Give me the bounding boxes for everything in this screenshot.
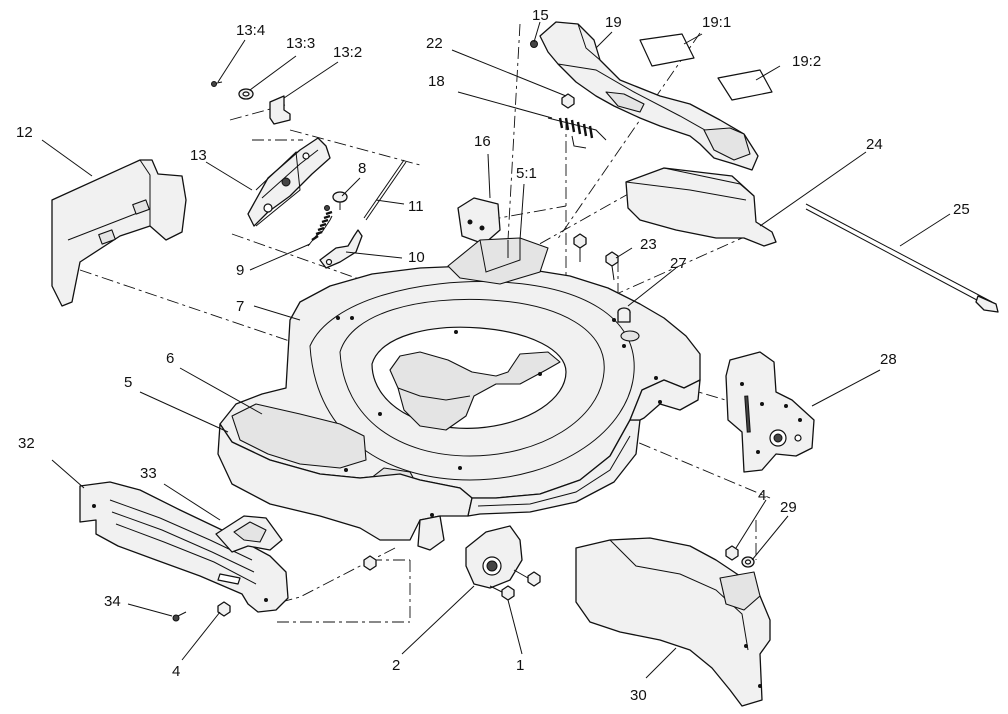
part-18-22-spring — [547, 93, 607, 149]
part-4-nut-rear — [725, 545, 739, 561]
callout-30: 30 — [630, 687, 647, 704]
callout-7: 7 — [236, 298, 244, 315]
callout-32: 32 — [18, 435, 35, 452]
callout-1: 1 — [516, 657, 524, 674]
part-13-height-adjuster — [211, 81, 331, 227]
part-27-cap — [617, 307, 640, 342]
part-12-rear-flap — [51, 159, 187, 307]
callout-18: 18 — [428, 73, 445, 90]
callout-11: 11 — [408, 198, 424, 215]
part-23-bolt — [573, 233, 619, 281]
part-29-washer — [741, 556, 755, 568]
callout-29: 29 — [780, 499, 797, 516]
callout-34: 34 — [104, 593, 121, 610]
callout-labels: 12 13 13:4 13:3 13:2 8 11 9 10 7 6 5 16 … — [16, 7, 970, 704]
callout-4-front: 4 — [172, 663, 180, 680]
callout-4-rear: 4 — [758, 487, 766, 504]
callout-28: 28 — [880, 351, 897, 368]
callout-22: 22 — [426, 35, 443, 52]
callout-9: 9 — [236, 262, 244, 279]
part-30-rear-skirt — [575, 537, 771, 707]
callout-23: 23 — [640, 236, 657, 253]
callout-13-2: 13:2 — [333, 44, 362, 61]
part-2-front-plate — [363, 515, 541, 601]
part-32-front-flap — [79, 481, 289, 613]
part-5-mower-deck — [217, 265, 701, 541]
callout-13-3: 13:3 — [286, 35, 315, 52]
part-16-discharge-bracket — [447, 197, 549, 285]
callout-13: 13 — [190, 147, 207, 164]
callout-19-2: 19:2 — [792, 53, 821, 70]
part-28-side-plate — [725, 351, 815, 473]
callout-33: 33 — [140, 465, 157, 482]
callout-8: 8 — [358, 160, 366, 177]
callout-19-1: 19:1 — [702, 14, 731, 31]
callout-16: 16 — [474, 133, 491, 150]
part-33-bracket — [215, 515, 283, 553]
callout-13-4: 13:4 — [236, 22, 265, 39]
callout-24: 24 — [866, 136, 883, 153]
leader-lines — [41, 21, 951, 679]
callout-12: 12 — [16, 124, 33, 141]
callout-15: 15 — [532, 7, 549, 24]
part-34-screw — [172, 611, 187, 622]
part-25-axle-rod — [805, 203, 999, 313]
callout-6: 6 — [166, 350, 174, 367]
part-24-chute — [625, 167, 777, 247]
callout-5: 5 — [124, 374, 132, 391]
callout-27: 27 — [670, 255, 687, 272]
part-4-nut-front — [217, 601, 231, 617]
callout-10: 10 — [408, 249, 425, 266]
callout-19: 19 — [605, 14, 622, 31]
callout-5-1: 5:1 — [516, 165, 537, 182]
part-19-rear-door — [530, 21, 773, 171]
part-8-11-linkage — [307, 159, 407, 269]
callout-25: 25 — [953, 201, 970, 218]
callout-2: 2 — [392, 657, 400, 674]
